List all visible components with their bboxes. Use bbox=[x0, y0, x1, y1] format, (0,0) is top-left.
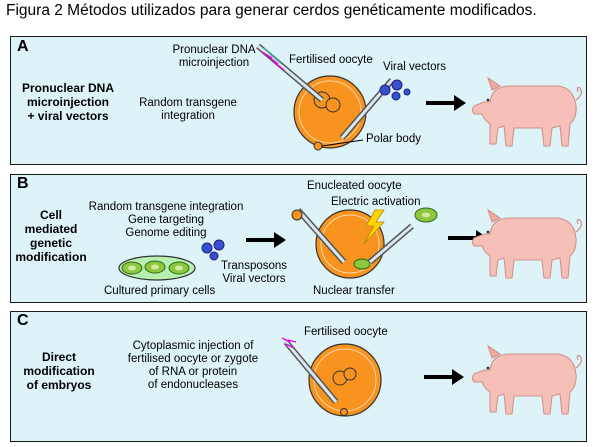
panel-a-viral-pipette bbox=[339, 78, 411, 140]
panel-b-list-label: Random transgene integration Gene target… bbox=[82, 201, 250, 240]
panel-a-polar-label: Polar body bbox=[366, 133, 421, 145]
panel-c-method-line: of embryos bbox=[26, 378, 92, 392]
panel-b-method-line: Cell bbox=[39, 208, 62, 222]
panel-b-enucleation-pipette bbox=[291, 208, 347, 264]
panel-a-method-line: + viral vectors bbox=[27, 109, 109, 123]
panel-b-method-label: Cell mediated genetic modification bbox=[14, 208, 88, 264]
panel-a-random-line: Random transgene bbox=[139, 97, 237, 109]
panel-c-desc-line: of endonucleases bbox=[147, 379, 239, 391]
panel-a-pdna-label: Pronuclear DNA microinjection bbox=[164, 44, 264, 70]
panel-a-method-line: Pronuclear DNA bbox=[21, 81, 115, 95]
panel-b-transposons-line: Transposons bbox=[220, 260, 288, 272]
panel-a-method-label: Pronuclear DNA microinjection + viral ve… bbox=[14, 81, 122, 123]
lightning-bolt-icon bbox=[363, 209, 385, 245]
panel-c-method-label: Direct modification of embryos bbox=[14, 350, 104, 392]
panel-b-method-line: mediated bbox=[24, 222, 78, 236]
panel-c-fertilised-label: Fertilised oocyte bbox=[304, 326, 388, 338]
panel-b-electric-label: Electric activation bbox=[331, 196, 421, 208]
panel-a-viral-label: Viral vectors bbox=[383, 61, 447, 73]
panel-c-letter: C bbox=[17, 312, 29, 329]
panel-b-list-line: Genome editing bbox=[125, 227, 207, 239]
panel-b-pig bbox=[471, 209, 582, 279]
panel-b-oocyte bbox=[315, 209, 385, 279]
panel-c-description: Cytoplasmic injection of fertilised oocy… bbox=[108, 340, 278, 392]
panel-a-pig bbox=[471, 77, 582, 147]
panel-c-desc-line: of RNA or protein bbox=[148, 366, 238, 378]
panel-a-dna-pipette bbox=[256, 43, 324, 103]
panel-a-fertilised-label: Fertilised oocyte bbox=[289, 54, 373, 66]
panel-b-list-line: Gene targeting bbox=[127, 214, 205, 226]
panel-a-method-line: microinjection bbox=[26, 95, 109, 109]
panel-b-transposons-label: Transposons Viral vectors bbox=[209, 260, 299, 286]
panel-a-letter: A bbox=[17, 38, 29, 55]
panel-b-method-line: modification bbox=[15, 250, 87, 264]
panel-b-list-line: Random transgene integration bbox=[88, 201, 244, 213]
panel-a-arrow bbox=[424, 93, 468, 113]
panel-c-desc-line: Cytoplasmic injection of bbox=[132, 340, 254, 352]
panel-c-desc-line: fertilised oocyte or zygote bbox=[127, 353, 259, 365]
panel-b-viral-line: Viral vectors bbox=[222, 273, 286, 285]
panel-a-random-line: integration bbox=[161, 110, 215, 122]
panel-b-arrow-1 bbox=[244, 230, 288, 250]
panel-c-arrow bbox=[422, 367, 466, 387]
panel-c-oocyte bbox=[308, 343, 382, 417]
cultured-cells-dish bbox=[118, 255, 196, 281]
panel-b-cultured-label: Cultured primary cells bbox=[104, 285, 216, 297]
panel-a-random-label: Random transgene integration bbox=[128, 97, 248, 123]
panel-b-nuclear-label: Nuclear transfer bbox=[313, 285, 395, 297]
panel-b-transfer-pipette bbox=[368, 207, 438, 265]
panel-c-method-line: modification bbox=[23, 364, 95, 378]
panel-a-pdna-line: microinjection bbox=[178, 57, 250, 69]
panel-c-pig bbox=[471, 345, 582, 415]
panel-a-pdna-line: Pronuclear DNA bbox=[172, 44, 256, 56]
panel-c-method-line: Direct bbox=[41, 350, 76, 364]
panel-c-injection-pipette bbox=[281, 337, 339, 404]
panel-b-enucleated-label: Enucleated oocyte bbox=[307, 180, 402, 192]
figure-title: Figura 2 Métodos utilizados para generar… bbox=[6, 2, 537, 19]
panel-b-method-line: genetic bbox=[29, 236, 72, 250]
polar-body-pointer bbox=[321, 139, 364, 147]
panel-b-vectors bbox=[201, 239, 225, 261]
panel-b-letter: B bbox=[17, 175, 29, 192]
